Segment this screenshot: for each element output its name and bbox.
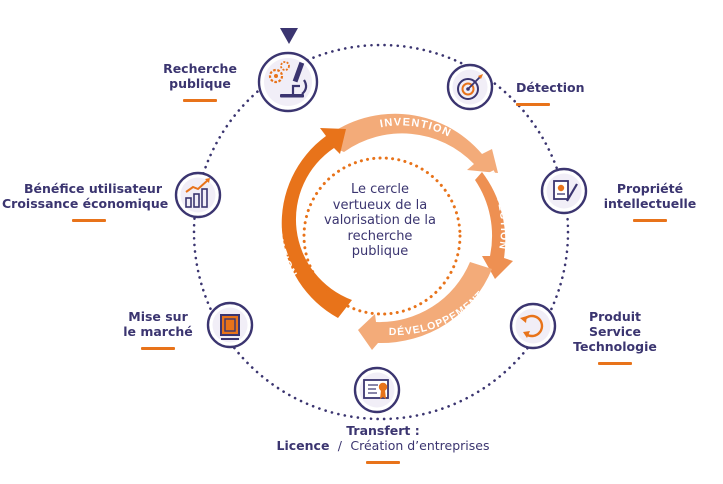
transfert-node (353, 366, 401, 414)
benefice-label-line: Bénéfice utilisateur (23, 181, 162, 196)
developpement-arc (358, 262, 492, 350)
marche-label-line: le marché (123, 324, 193, 339)
benefice-label-line: Croissance économique (2, 196, 169, 211)
separator-text: / (337, 438, 343, 453)
transfert-label-line: Licence / Création d’entreprises (250, 438, 516, 453)
detection-label: Détection (516, 80, 584, 106)
propriete-label-line: Propriété (616, 181, 684, 196)
center-text: Le cercle vertueux de la valorisation de… (320, 182, 440, 260)
produit-label-line: Service (589, 324, 641, 339)
invention-arc (320, 113, 498, 173)
recherche-label-line: Recherche (163, 61, 237, 76)
center-line: de la recherche (347, 213, 436, 244)
center-line: la valorisation (324, 197, 428, 229)
center-line: vertueux de (332, 197, 412, 213)
transfert-label-line: Transfert : (346, 423, 420, 438)
marche-underline (141, 347, 175, 350)
recherche-label-line: publique (169, 76, 231, 91)
produit-label-line: Produit (588, 309, 642, 324)
innovation-arc (281, 128, 352, 318)
detection-label-line: Détection (516, 80, 585, 95)
licence-text: Licence (276, 438, 330, 453)
propriete-underline (633, 219, 667, 222)
propriete-node (540, 167, 588, 215)
produit-label: Produit Service Technologie (560, 309, 670, 365)
center-line: Le cercle (350, 182, 410, 197)
benefice-underline (72, 219, 106, 222)
propriete-label: Propriété intellectuelle (600, 181, 700, 222)
transfert-label: Transfert : Licence / Création d’entrepr… (250, 423, 516, 464)
creation-text: Création d’entreprises (350, 438, 490, 453)
inner-dotted-circle (302, 156, 462, 316)
recherche-underline (183, 99, 217, 102)
detection-node (446, 63, 494, 111)
start-marker-icon (280, 28, 298, 44)
box-icon (220, 314, 240, 340)
recherche-label: Recherche publique (150, 61, 250, 102)
outer-dotted-ring (192, 43, 570, 421)
growth-chart-icon (185, 178, 210, 208)
propriete-label-line: intellectuelle (603, 196, 697, 211)
protection-arc (475, 172, 513, 279)
benefice-label: Bénéfice utilisateur Croissance économiq… (2, 181, 169, 222)
marche-label: Mise sur le marché (118, 309, 198, 350)
marche-label-line: Mise sur (128, 309, 188, 324)
certificate-icon (363, 379, 389, 399)
produit-node (509, 302, 557, 350)
target-icon (457, 74, 483, 100)
microscope-icon (268, 61, 308, 98)
invention-label: INVENTION (379, 116, 453, 139)
detection-underline (516, 103, 550, 106)
patent-icon (553, 180, 578, 202)
cycle-icon (520, 314, 544, 338)
transfert-underline (366, 461, 400, 464)
marche-node (206, 301, 254, 349)
produit-label-line: Technologie (573, 339, 657, 354)
benefice-node (174, 171, 222, 219)
recherche-node (257, 51, 319, 113)
produit-underline (598, 362, 632, 365)
center-line: publique (351, 244, 409, 259)
